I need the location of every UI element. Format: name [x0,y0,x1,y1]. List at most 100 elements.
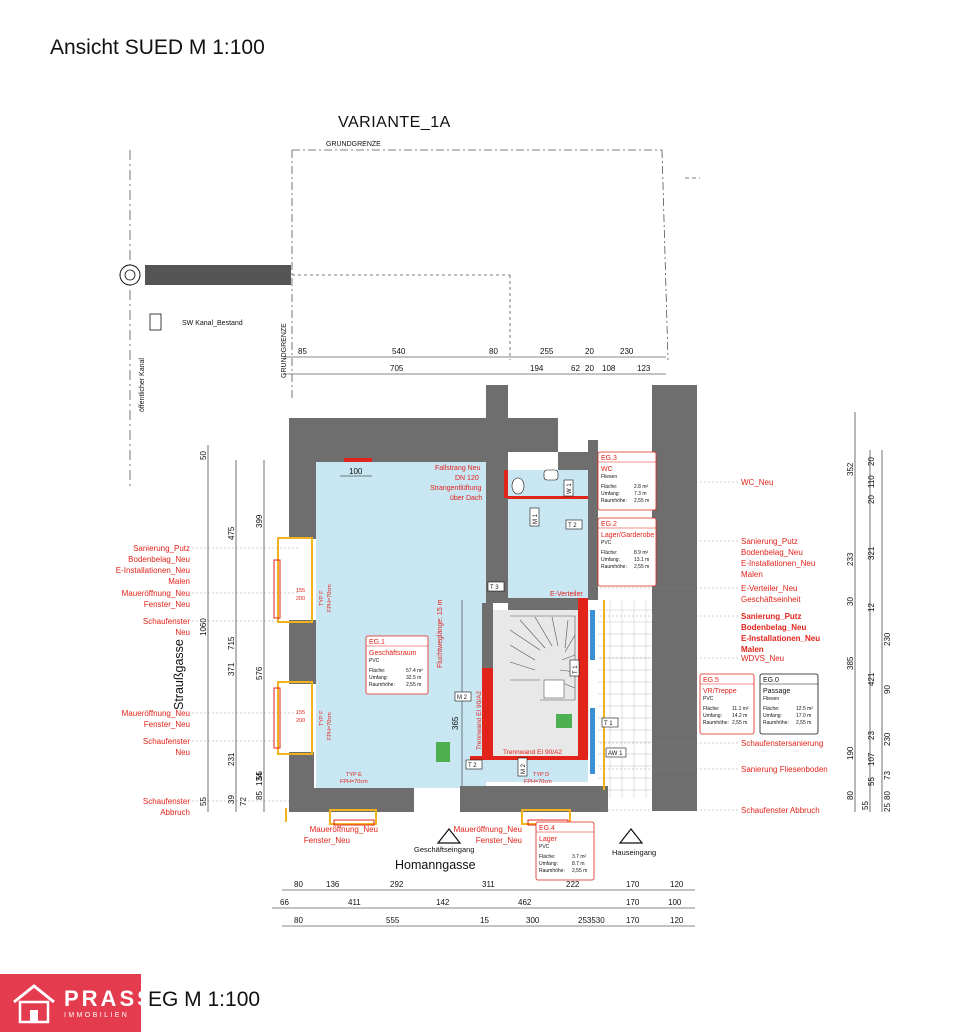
svg-text:30: 30 [846,597,855,606]
svg-text:85: 85 [298,347,307,356]
svg-text:Fenster_Neu: Fenster_Neu [144,720,190,729]
room-floor: PVC [601,540,612,546]
room-name: Passage [763,688,790,695]
kanal-label: öffentlicher Kanal [139,358,146,412]
room-id: EG.1 [369,639,385,646]
svg-text:Maueröffnung_Neu: Maueröffnung_Neu [122,709,190,718]
sw-kanal-label: SW Kanal_Bestand [182,320,243,327]
svg-text:20: 20 [585,364,594,373]
everteiler-inner: E-Verteiler [550,591,583,598]
svg-text:T 2: T 2 [468,763,477,769]
svg-text:Sanierung Fliesenboden: Sanierung Fliesenboden [741,765,828,774]
svg-text:80: 80 [489,347,498,356]
svg-text:15: 15 [480,916,489,925]
room-hoehe: 2,55 m [796,720,811,726]
logo-sub: IMMOBILIEN [64,1012,130,1019]
wc-fixtures [511,469,559,495]
svg-text:Malen: Malen [741,570,763,579]
room-umfang-label: Umfang: [763,713,782,719]
svg-text:Maueröffnung_Neu: Maueröffnung_Neu [122,589,190,598]
dim-365: 365 [451,716,460,730]
grundgrenze-top-label: GRUNDGRENZE [326,141,381,148]
passage-tiles [598,600,658,798]
svg-text:170: 170 [626,898,640,907]
svg-text:230: 230 [620,347,634,356]
room-flaeche: 2.8 m² [634,484,649,490]
svg-text:Neu: Neu [175,628,190,637]
prassl-logo: PRASSL IMMOBILIEN [0,974,168,1032]
svg-text:Sanierung_Putz: Sanierung_Putz [741,537,798,546]
room-floor: Fliesen [763,696,779,702]
exit-sign-icon [436,742,450,762]
street-bottom-label: Homanngasse [395,858,476,872]
svg-text:M 1: M 1 [533,513,539,524]
svg-text:T 3: T 3 [490,585,499,591]
room-name: Lager [539,836,558,843]
svg-text:23: 23 [867,731,876,740]
svg-text:190: 190 [846,746,855,760]
windows [277,537,605,825]
variant-label: VARIANTE_1A [338,114,451,131]
room-fills [316,462,656,798]
room-hoehe-label: Raumhöhe: [369,682,395,688]
svg-text:399: 399 [255,514,264,528]
svg-text:AW 1: AW 1 [608,751,623,757]
room-umfang: 17.0 m [796,713,811,719]
svg-text:352: 352 [846,462,855,476]
svg-text:222: 222 [566,880,580,889]
sewer-icon [119,264,291,331]
svg-text:231: 231 [227,752,236,766]
top-dimensions [284,356,666,375]
room-id: EG.5 [703,677,719,684]
fallstrang-line2: DN 120 [455,475,479,482]
svg-text:Bodenbelag_Neu: Bodenbelag_Neu [741,623,806,632]
svg-text:411: 411 [348,898,361,907]
svg-text:Maueröffnung_Neu: Maueröffnung_Neu [454,825,522,834]
door-tags: T 3 T 2 T 1 M 1 M 2 M 2 T 2 W 1 AW 1 T 1 [454,479,627,777]
left-dim-lines [207,445,265,812]
svg-text:80: 80 [294,880,303,889]
room-id: EG.0 [763,677,779,684]
svg-text:1060: 1060 [199,618,208,636]
room-flaeche: 3.7 m² [572,854,587,860]
svg-text:62: 62 [571,364,580,373]
svg-text:Fenster_Neu: Fenster_Neu [476,836,522,845]
svg-text:230: 230 [883,632,892,646]
svg-text:Neu: Neu [175,748,190,757]
svg-text:255: 255 [540,347,554,356]
svg-text:300: 300 [526,916,540,925]
svg-text:W 1: W 1 [567,483,573,494]
svg-text:M 2: M 2 [521,763,527,774]
svg-text:25: 25 [883,803,892,812]
svg-text:170: 170 [626,880,640,889]
svg-text:39: 39 [227,795,236,804]
room-flaeche: 11.1 m² [732,706,749,712]
room-name: WC [601,466,613,473]
svg-text:E-Installationen_Neu: E-Installationen_Neu [116,566,190,575]
exit-sign-icon [556,714,572,728]
typ-d-fph: FPH=70cm [524,779,552,785]
win2-w: 155 [296,710,305,716]
room-umfang: 13.1 m [634,557,649,563]
room-flaeche-label: Fläche: [703,706,719,712]
svg-text:705: 705 [390,364,404,373]
svg-text:85: 85 [255,791,264,800]
svg-text:90: 90 [883,685,892,694]
typ-e-fph: FPH=70cm [340,779,368,785]
left-annotations: Sanierung_Putz Bodenbelag_Neu E-Installa… [116,544,191,817]
room-flaeche-label: Fläche: [601,550,617,556]
room-umfang: 14.2 m [732,713,747,719]
floor-title: EG M 1:100 [148,988,261,1011]
fallstrang-line4: über Dach [450,495,482,502]
logo-brand: PRASSL [64,986,172,1011]
dim-100: 100 [349,467,363,476]
win1-w: 155 [296,588,305,594]
room-floor: PVC [703,696,714,702]
svg-text:194: 194 [530,364,544,373]
room-floor: PVC [539,844,550,850]
svg-text:20: 20 [867,457,876,466]
